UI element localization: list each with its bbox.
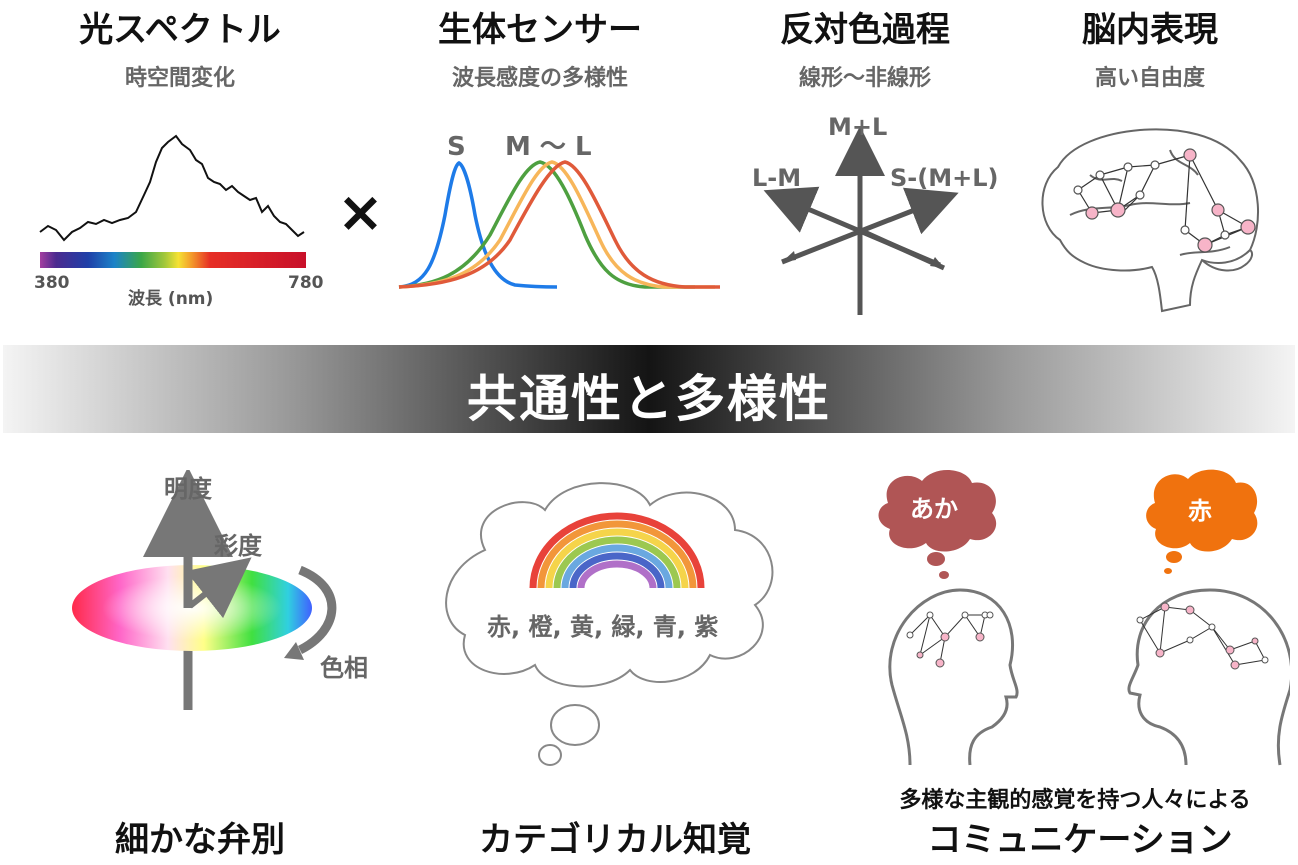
times-icon: ×	[337, 180, 384, 245]
bottom-title-categorical: カテゴリカル知覚	[479, 820, 751, 860]
rainbow-icon	[529, 512, 705, 589]
left-bubble-text: あか	[910, 495, 958, 523]
panel-title-brain: 脳内表現	[1082, 10, 1218, 50]
hue-arrow	[297, 565, 337, 655]
opponent-axes-graphic: M+L L-M S-(M+L)	[752, 113, 998, 315]
axis-label-left: L-M	[752, 164, 801, 192]
s-cone-label: S	[447, 132, 466, 162]
lightness-label: 明度	[164, 475, 213, 503]
spectrum-graphic: 380 780 波長 (nm)	[34, 134, 324, 309]
l-cone-curve	[398, 160, 720, 289]
brain-icon	[1041, 128, 1259, 313]
bottom-title-communication: コミュニケーション	[927, 820, 1233, 860]
banner-title: 共通性と多様性	[467, 370, 831, 428]
right-person-head	[1127, 588, 1290, 766]
saturation-arrow	[185, 557, 252, 619]
s-cone-curve	[398, 161, 558, 289]
m-cone-curve	[398, 160, 695, 289]
axis-label-right: S-(M+L)	[890, 164, 998, 192]
left-person-head	[888, 588, 1019, 766]
thought-cloud-graphic: 赤, 橙, 黄, 緑, 青, 紫	[445, 482, 774, 766]
thought-bubble-small	[538, 744, 562, 766]
axis-s-minus-ml	[781, 187, 959, 265]
l-cone-mid-curve	[398, 160, 715, 289]
panel-title-spectrum: 光スペクトル	[79, 10, 281, 50]
cone-sensitivity-graphic: S M 〜 L	[398, 132, 720, 289]
communication-caption: 多様な主観的感覚を持つ人々による	[899, 788, 1251, 813]
panel-title-sensor: 生体センサー	[438, 10, 642, 50]
color-solid-graphic: 明度 彩度 色相	[72, 470, 368, 710]
right-thought-cloud	[1146, 469, 1258, 552]
axis-label-up: M+L	[828, 113, 887, 141]
bottom-title-discrimination: 細かな弁別	[115, 820, 285, 860]
wavelength-min-label: 380	[34, 273, 70, 293]
brain-network-nodes	[1073, 148, 1256, 253]
panel-subtitle-spectrum: 時空間変化	[124, 66, 235, 91]
wavelength-max-label: 780	[288, 273, 324, 293]
ml-cone-label: M 〜 L	[505, 132, 592, 162]
communication-graphic: あか 赤	[878, 469, 1290, 766]
color-category-words: 赤, 橙, 黄, 緑, 青, 紫	[487, 613, 718, 641]
panel-subtitle-brain: 高い自由度	[1094, 66, 1205, 91]
banner: 共通性と多様性	[3, 345, 1295, 433]
hue-label: 色相	[320, 654, 368, 682]
wavelength-axis-label: 波長 (nm)	[128, 288, 213, 309]
spectrum-curve	[39, 134, 305, 242]
thought-cloud	[445, 482, 774, 688]
right-bubble-text: 赤	[1188, 497, 1212, 525]
panel-subtitle-opponent: 線形〜非線形	[798, 66, 931, 91]
brain-network-graphic	[1041, 128, 1259, 313]
saturation-label: 彩度	[213, 532, 263, 560]
panel-subtitle-sensor: 波長感度の多様性	[451, 66, 628, 91]
panel-title-opponent: 反対色過程	[780, 10, 950, 50]
wavelength-color-bar	[40, 252, 306, 268]
thought-bubble-large	[550, 704, 600, 746]
left-thought-cloud	[878, 469, 997, 552]
